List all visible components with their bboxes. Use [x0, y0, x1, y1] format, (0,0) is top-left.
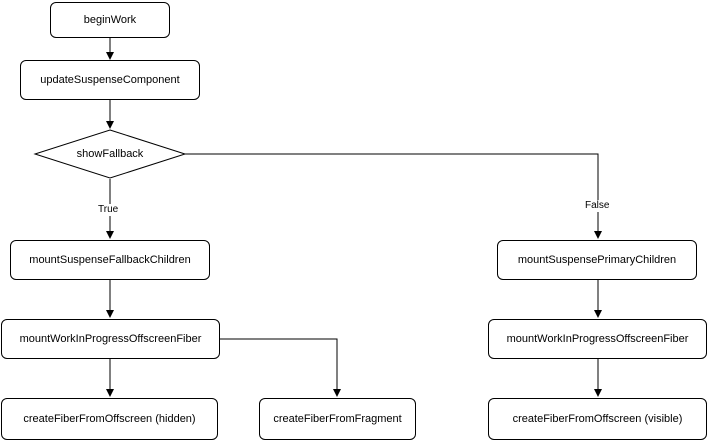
- node-mount-wip-offscreen-fiber-right: mountWorkInProgressOffscreenFiber: [488, 319, 707, 359]
- node-mount-wip-offscreen-fiber-left: mountWorkInProgressOffscreenFiber: [1, 319, 220, 359]
- node-show-fallback: showFallback: [76, 148, 144, 160]
- node-mount-suspense-fallback-children: mountSuspenseFallbackChildren: [10, 240, 210, 280]
- edge-offscreen-left-to-fragment: [220, 338, 341, 397]
- node-create-fiber-from-offscreen-visible: createFiberFromOffscreen (visible): [488, 398, 707, 440]
- edge-label-false: False: [584, 200, 611, 212]
- node-mount-suspense-primary-children: mountSuspensePrimaryChildren: [497, 240, 697, 280]
- node-create-fiber-from-fragment: createFiberFromFragment: [259, 398, 416, 440]
- edge-false-to-primary: [185, 153, 602, 239]
- node-create-fiber-from-offscreen-hidden: createFiberFromOffscreen (hidden): [1, 398, 218, 440]
- edge-label-true: True: [97, 204, 120, 216]
- decision-diamond: [33, 129, 187, 179]
- node-begin-work: beginWork: [50, 2, 170, 38]
- node-update-suspense-component: updateSuspenseComponent: [20, 60, 200, 100]
